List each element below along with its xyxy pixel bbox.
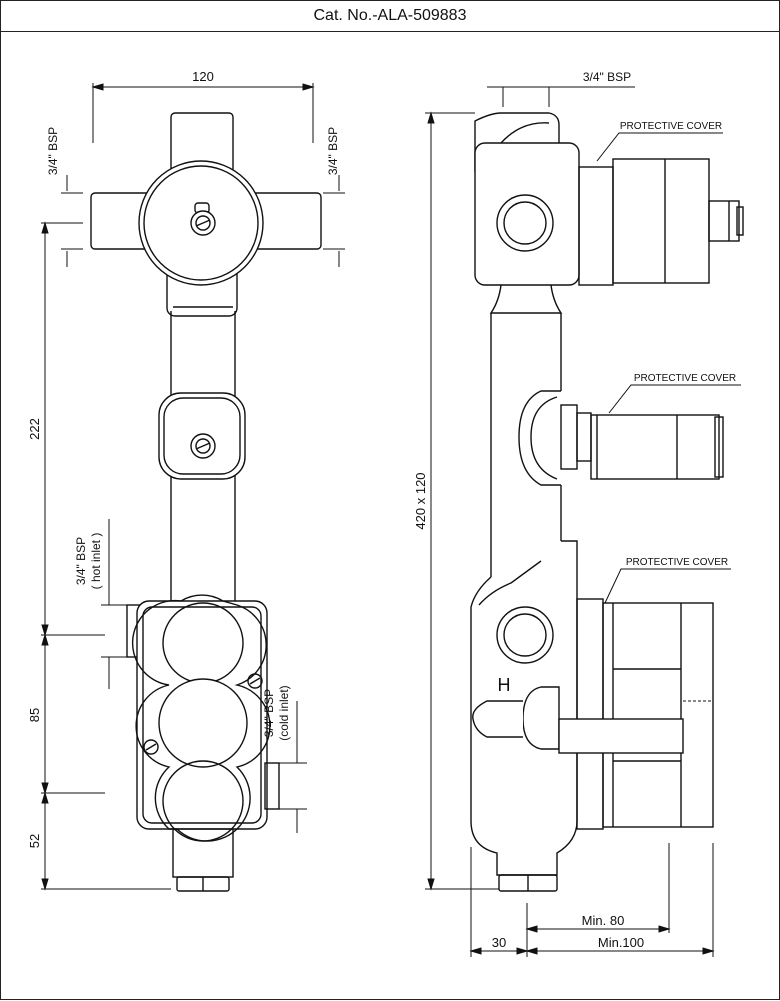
side-view	[425, 86, 744, 957]
cold-inlet-label-line1: 3/4" BSP	[262, 689, 276, 737]
side-upper-spindle-tip	[736, 206, 744, 236]
side-top-port-dim	[487, 86, 635, 107]
front-width-label: 120	[192, 69, 214, 84]
cartridge-outline	[131, 594, 271, 842]
cold-inlet-stub	[264, 762, 280, 810]
side-upper-port-inner	[503, 201, 547, 245]
side-height-label: 420 x 120	[413, 472, 428, 529]
side-upper-port-ring	[496, 194, 554, 252]
dim-chain-left	[41, 221, 171, 891]
cartridge-circle-bottom	[162, 760, 244, 842]
bottom-outlet-pipe	[172, 828, 234, 878]
side-middle-cover	[590, 414, 720, 480]
side-middle-cover-cap	[714, 416, 724, 478]
cold-inlet-label-line2: (cold inlet)	[277, 685, 291, 740]
cover-label-1: PROTECTIVE COVER	[620, 121, 722, 132]
dim-width-120	[91, 83, 315, 143]
side-upper-spindle	[708, 200, 740, 242]
cover-leaders	[596, 132, 741, 604]
side-top-port-curve	[500, 122, 550, 144]
middle-valve-housing-inner	[163, 397, 241, 475]
cover-label-3: PROTECTIVE COVER	[626, 557, 728, 568]
upper-screw-inner	[195, 215, 211, 231]
box-screw-right	[247, 673, 263, 689]
cold-inlet-leader	[279, 701, 307, 833]
middle-screw-slot	[195, 442, 211, 450]
front-port-right-label: 3/4" BSP	[326, 127, 340, 175]
front-dim-85-label: 85	[27, 708, 42, 722]
side-upper-cover-collar	[578, 166, 614, 286]
hot-inlet-label-line2: ( hot inlet )	[89, 533, 103, 590]
upper-screw-slot	[195, 219, 211, 227]
side-lower-port-inner	[503, 613, 547, 657]
side-lower-spindle-head	[522, 686, 560, 750]
catalog-number: Cat. No.-ALA-509883	[1, 1, 779, 32]
side-neck	[489, 284, 563, 314]
port-ticks	[61, 175, 345, 267]
box-screw-right-slot	[249, 677, 261, 685]
side-bottom-dims	[469, 843, 715, 957]
hot-inlet-leader	[101, 519, 127, 689]
hot-marking: H	[498, 675, 511, 695]
cartridge-circle-middle	[158, 678, 248, 768]
side-lower-collar	[576, 598, 604, 830]
side-top-port-label: 3/4" BSP	[583, 70, 631, 84]
side-lower-port-ring	[496, 606, 554, 664]
front-port-left-label: 3/4" BSP	[46, 127, 60, 175]
side-lower-body	[470, 540, 578, 876]
side-height-dim	[425, 111, 499, 891]
side-lower-cover	[602, 602, 714, 828]
box-screw-left-slot	[145, 743, 157, 751]
side-min80-label: Min. 80	[582, 913, 625, 928]
side-upper-body	[474, 142, 580, 286]
side-middle-bulge	[518, 390, 561, 486]
front-view	[41, 83, 345, 892]
side-middle-collar-2	[576, 412, 592, 462]
front-dim-52-label: 52	[27, 834, 42, 848]
side-min100-label: Min.100	[598, 935, 644, 950]
middle-screw-inner	[195, 438, 211, 454]
side-middle-collar	[560, 404, 578, 470]
side-upper-cover-body	[612, 158, 710, 284]
lower-mixing-box-inner	[142, 606, 262, 824]
upper-round-boss-inner	[143, 165, 259, 281]
hot-inlet-label-line1: 3/4" BSP	[74, 537, 88, 585]
side-dim30-label: 30	[492, 935, 506, 950]
front-dim-222-label: 222	[27, 418, 42, 440]
side-top-port	[474, 112, 560, 172]
box-screw-left	[143, 739, 159, 755]
side-lower-spindle-rod	[472, 700, 523, 738]
side-middle-bulge-inner	[530, 396, 558, 480]
side-lower-diverter	[558, 718, 684, 754]
cover-label-2: PROTECTIVE COVER	[634, 373, 736, 384]
side-lower-body-curve	[478, 560, 542, 606]
